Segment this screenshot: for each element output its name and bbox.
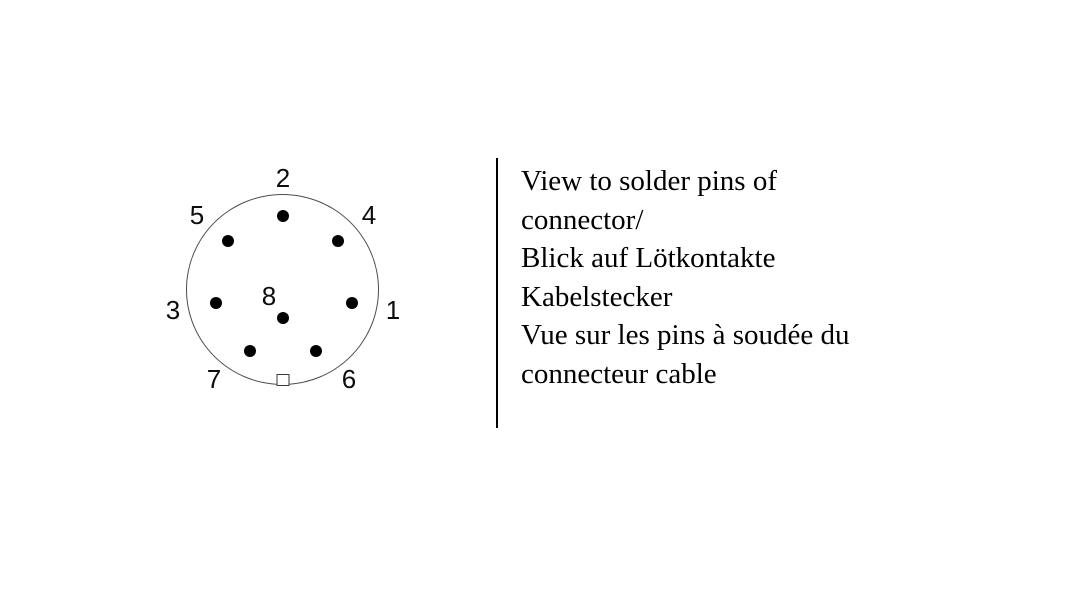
- pin-2-dot: [277, 210, 289, 222]
- pin-2-label: 2: [275, 163, 291, 193]
- caption-line-en-2: connector/: [521, 203, 644, 236]
- pin-3-dot: [210, 297, 222, 309]
- pin-8-dot: [277, 312, 289, 324]
- pin-8-label: 8: [261, 281, 277, 311]
- pin-6-dot: [310, 345, 322, 357]
- caption-line-de-1: Blick auf Lötkontakte: [521, 242, 776, 274]
- divider-line: [496, 158, 498, 428]
- caption-line-fr-1: Vue sur les pins à soudée du: [521, 319, 850, 351]
- pin-5-label: 5: [189, 200, 205, 230]
- pin-4-label: 4: [361, 200, 377, 230]
- pin-5-dot: [222, 235, 234, 247]
- caption-line-fr-2: connecteur cable: [521, 357, 717, 390]
- keying-notch: [276, 374, 290, 386]
- pin-6-label: 6: [341, 364, 357, 394]
- caption-text-block: View to solder pins of connector/ Blick …: [521, 162, 1041, 393]
- pin-1-dot: [346, 297, 358, 309]
- pin-7-dot: [244, 345, 256, 357]
- pin-7-label: 7: [206, 364, 222, 394]
- pin-4-dot: [332, 235, 344, 247]
- caption-line-de-2: Kabelstecker: [521, 280, 673, 313]
- connector-diagram: 1 2 3 4 5 6 7 8: [0, 0, 497, 593]
- caption-line-en-1: View to solder pins of: [521, 165, 778, 197]
- pin-3-label: 3: [165, 295, 181, 325]
- pin-1-label: 1: [385, 295, 401, 325]
- connector-body-circle: [186, 194, 379, 385]
